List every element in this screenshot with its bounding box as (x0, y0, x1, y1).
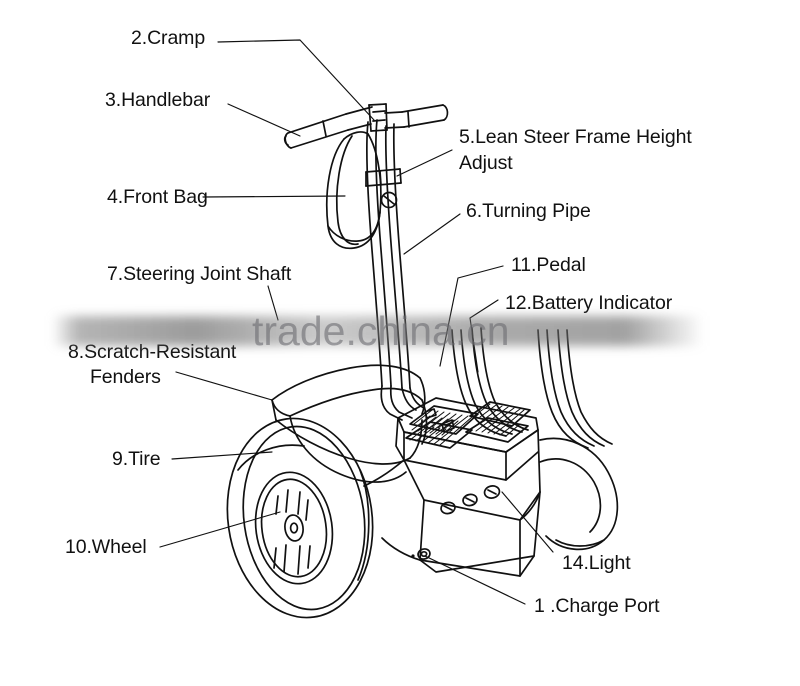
deck-platform (395, 397, 541, 577)
leader-handlebar (227, 103, 301, 137)
front-bag (325, 131, 382, 250)
wheel-left (226, 417, 374, 619)
callout-wheel: 10.Wheel (65, 536, 147, 558)
leader-lean-steer (396, 149, 453, 177)
callout-turning-pipe: 6.Turning Pipe (466, 200, 591, 222)
deck-console (424, 408, 455, 433)
leader-fenders (175, 371, 273, 401)
callout-charge-port: 1 .Charge Port (534, 595, 660, 617)
callout-fenders-line1: 8.Scratch-Resistant (68, 341, 237, 363)
handlebar-assembly (283, 103, 449, 149)
leader-turning-pipe (403, 213, 461, 255)
scratch-resistant-fenders (271, 364, 428, 483)
leader-light (501, 491, 554, 553)
callout-light: 14.Light (562, 552, 631, 574)
callout-tire: 9.Tire (112, 448, 161, 470)
lean-steer-frame (365, 119, 411, 389)
leader-wheel (159, 511, 281, 548)
callout-lean-steer-line1: 5.Lean Steer Frame Height (459, 126, 692, 148)
leader-pedal (439, 265, 504, 367)
callout-battery-indicator: 12.Battery Indicator (505, 292, 673, 314)
leader-steering-joint (267, 285, 279, 321)
rear-handles (451, 327, 613, 449)
callout-pedal: 11.Pedal (511, 254, 586, 276)
leader-front-bag (202, 195, 346, 198)
axle-struts (363, 459, 541, 561)
indicator-buttons (440, 485, 501, 515)
callout-steering-joint-shaft: 7.Steering Joint Shaft (107, 263, 292, 285)
callout-front-bag: 4.Front Bag (107, 186, 208, 208)
leader-lines (159, 39, 554, 605)
callout-handlebar: 3.Handlebar (105, 89, 211, 111)
callout-lean-steer-line2: Adjust (459, 152, 513, 174)
callout-fenders-line2: Fenders (90, 366, 161, 388)
wheel-right (539, 437, 619, 551)
callout-cramp: 2.Cramp (131, 27, 206, 49)
leader-cramp (217, 39, 375, 121)
